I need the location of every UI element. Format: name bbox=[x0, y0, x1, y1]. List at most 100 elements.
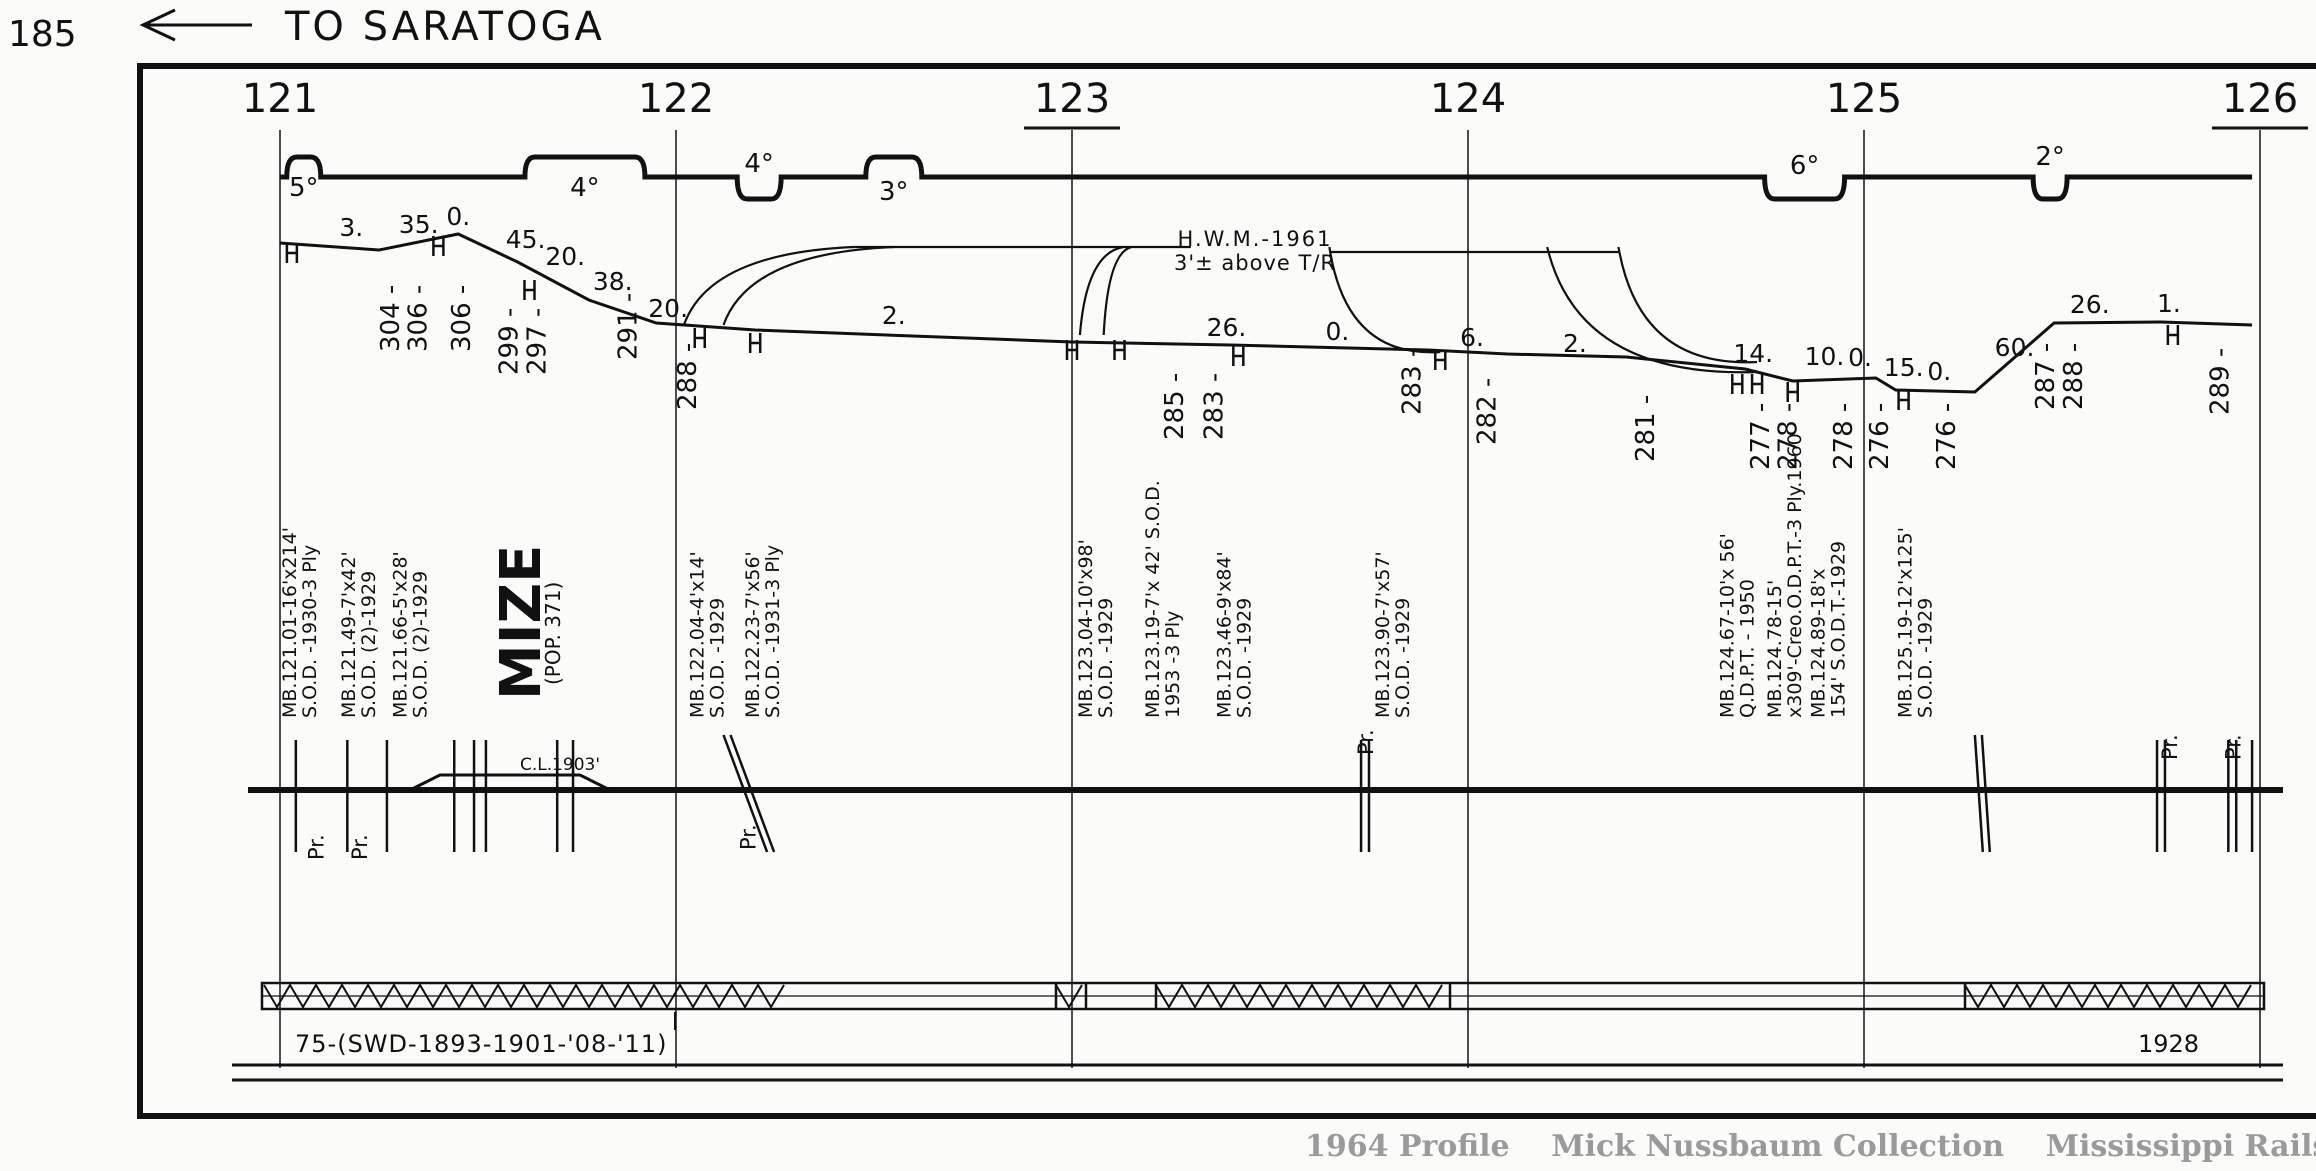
station-population: (POP. 371) bbox=[541, 582, 565, 685]
grade-label: 2. bbox=[882, 301, 906, 330]
bridge-h-symbol bbox=[1065, 340, 1079, 360]
high-water-arc bbox=[1328, 246, 1441, 354]
grade-label: 0. bbox=[446, 202, 470, 231]
high-water-arc bbox=[1078, 245, 1124, 336]
bridge-note-line: 1953 -3 Ply bbox=[1162, 611, 1184, 718]
curve-label-group: 5°4°4°3°6°2° bbox=[289, 142, 2065, 207]
elevation-label: 287 - bbox=[2031, 343, 2061, 410]
curve-degree-label: 6° bbox=[1790, 151, 1820, 181]
grade-label: 1. bbox=[2157, 289, 2181, 318]
high-water-arc bbox=[1546, 246, 1758, 374]
bridge-note-line: x309'-Creo.O.D.P.T.-3 Ply.1960 bbox=[1784, 433, 1806, 718]
private-crossing-label: Pr. bbox=[348, 834, 372, 860]
bridge-h-symbol bbox=[693, 328, 707, 348]
bridge-h-symbol bbox=[1434, 350, 1447, 370]
bridge-note-line: S.O.D. (2)-1929 bbox=[358, 571, 380, 718]
bridge-note-line: MB.124.67-10'x 56' bbox=[1716, 533, 1738, 718]
bridge-note-line: MB.124.78-15' bbox=[1764, 580, 1786, 718]
grade-label: 20. bbox=[648, 294, 688, 323]
bridge-h-symbol bbox=[1113, 340, 1126, 360]
bridge-note-line: MB.123.19-7'x 42' S.O.D. bbox=[1142, 480, 1164, 718]
bridge-h-symbol bbox=[1232, 346, 1245, 366]
high-water-arc bbox=[1102, 245, 1132, 336]
grade-label: 35. bbox=[399, 210, 439, 239]
grade-label: 14. bbox=[1733, 339, 1773, 368]
bridge-note-line: S.O.D. -1931-3 Ply bbox=[762, 545, 784, 718]
elevation-label: 277 - bbox=[1746, 403, 1776, 470]
bridge-note-line: S.O.D. -1929 bbox=[1392, 598, 1414, 718]
grade-line bbox=[279, 232, 2253, 394]
bridge-note-line: MB.123.90-7'x57' bbox=[1372, 551, 1394, 718]
rail-note-right: 1928 bbox=[2138, 1030, 2199, 1058]
bridge-note-line: MB.121.49-7'x42' bbox=[338, 551, 360, 718]
elevation-label: 288 - bbox=[673, 343, 703, 410]
elevation-label: 276 - bbox=[1865, 403, 1895, 470]
grade-label: 26. bbox=[1207, 313, 1247, 342]
bridge-note-line: MB.123.46-9'x84' bbox=[1213, 551, 1235, 718]
grade-label: 20. bbox=[545, 242, 585, 271]
track-group: Pr.Pr.Pr.Pr.Pr.Pr. bbox=[248, 729, 2283, 860]
grade-label: 6. bbox=[1460, 323, 1484, 352]
private-crossing-label: Pr. bbox=[305, 834, 329, 860]
bridge-note-line: MB.121.01-16'x214' bbox=[279, 527, 301, 718]
bridge-h-symbol bbox=[2166, 325, 2180, 345]
grade-label: 0. bbox=[1927, 357, 1951, 386]
page-number: 185 bbox=[8, 14, 77, 55]
elevation-label: 278 - bbox=[1829, 403, 1859, 470]
elevation-label: 289 - bbox=[2205, 348, 2235, 415]
alignment-group bbox=[280, 154, 2253, 202]
passing-siding bbox=[409, 773, 611, 792]
high-water-arc bbox=[722, 245, 894, 326]
high-water-arc bbox=[682, 245, 855, 326]
high-water-line1: H.W.M.-1961 bbox=[1178, 227, 1333, 251]
grade-label: 26. bbox=[2070, 290, 2110, 319]
bridge-note-line: MB.122.04-4'x14' bbox=[687, 551, 709, 718]
private-crossing-label: Pr. bbox=[2158, 734, 2182, 760]
bridge-h-symbol bbox=[523, 280, 536, 300]
bridge-h-symbol bbox=[432, 236, 445, 256]
grade-label: 3. bbox=[339, 213, 363, 242]
bridge-h-symbol bbox=[1750, 374, 1764, 394]
private-crossing-label: Pr. bbox=[1354, 729, 1378, 755]
bridge-note-line: S.O.D. -1929 bbox=[1915, 598, 1937, 718]
high-water-line2: 3'± above T/R bbox=[1174, 251, 1336, 275]
bridge-note-line: S.O.D. -1929 bbox=[707, 598, 729, 718]
elevation-label: 283 - bbox=[1397, 348, 1427, 415]
elevation-label: 299 - bbox=[495, 308, 525, 375]
grade-label: 0. bbox=[1325, 317, 1349, 346]
bridge-note-line: S.O.D. -1929 bbox=[1095, 598, 1117, 718]
bridge-note-line: MB.121.66-5'x28' bbox=[390, 551, 412, 718]
grade-label: 15. bbox=[1884, 353, 1924, 382]
skew-crossing-mark bbox=[1980, 734, 1992, 853]
milepost-label: 123 bbox=[1034, 76, 1110, 122]
grade-label: 2. bbox=[1563, 329, 1587, 358]
rail-bar-group bbox=[232, 981, 2283, 1082]
grade-label: 38. bbox=[593, 267, 633, 296]
profile-group bbox=[279, 232, 2253, 410]
rail-note-left: 75-(SWD-1893-1901-'08-'11) bbox=[295, 1030, 667, 1058]
direction-label: TO SARATOGA bbox=[284, 4, 605, 50]
skew-crossing-mark bbox=[1973, 734, 1985, 853]
grade-label: 10. bbox=[1805, 342, 1845, 371]
rail-zigzag bbox=[263, 983, 785, 1009]
elevation-label: 276 - bbox=[1932, 403, 1962, 470]
elevation-label: 283 - bbox=[1199, 373, 1229, 440]
siding-label: C.L.1903' bbox=[520, 755, 600, 775]
grade-label: 0. bbox=[1848, 343, 1872, 372]
elevation-label: 278 - bbox=[1774, 403, 1804, 470]
curve-degree-label: 3° bbox=[879, 177, 909, 207]
milepost-label: 122 bbox=[638, 76, 714, 122]
milepost-label: 126 bbox=[2222, 76, 2298, 122]
elevation-label: 285 - bbox=[1160, 373, 1190, 440]
curve-degree-label: 4° bbox=[570, 173, 600, 203]
rail-zigzag bbox=[1964, 983, 2252, 1009]
bridge-h-symbol bbox=[748, 333, 762, 353]
bridge-note-line: S.O.D. (2)-1929 bbox=[410, 571, 432, 718]
collection-credit: 1964 Profile Mick Nussbaum Collection Mi… bbox=[1305, 1129, 2316, 1164]
milepost-label: 121 bbox=[242, 76, 318, 122]
bridge-h-symbol bbox=[285, 243, 299, 263]
elevation-label: 304 - bbox=[376, 285, 406, 352]
curve-degree-label: 2° bbox=[2035, 142, 2065, 172]
